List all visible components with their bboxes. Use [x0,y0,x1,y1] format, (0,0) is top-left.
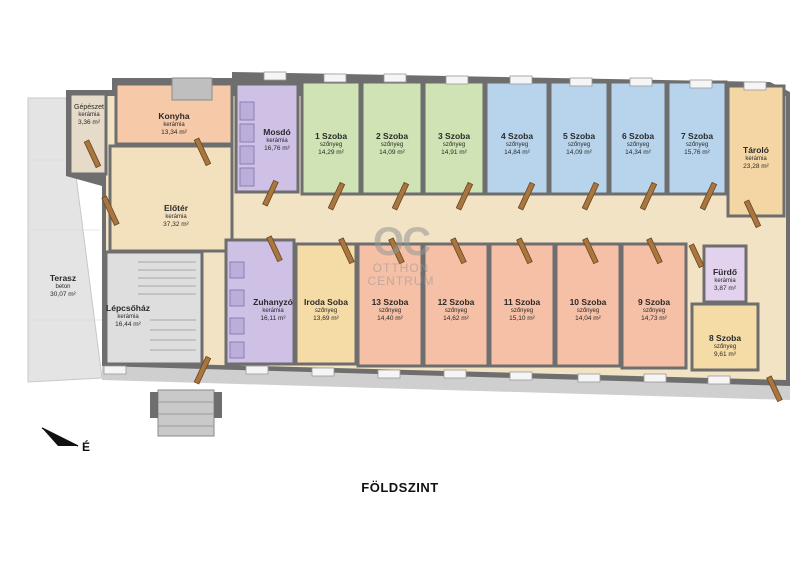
room-floor-furdo [702,244,748,304]
wall-face-bottom [102,366,790,400]
room-floor-szoba7 [666,80,728,196]
room-floor-szoba9 [620,242,688,370]
windows [103,71,767,385]
north-label: É [82,440,91,454]
mosdo-stalls [239,101,255,187]
room-floor-szoba13 [356,242,424,368]
room-floor-szoba12 [422,242,490,368]
room-floor-szoba3 [422,80,486,196]
watermark-line1: OTTHON [372,261,430,275]
room-floor-szoba8 [690,302,760,372]
stairs [138,261,196,351]
watermark-logo: OC [373,220,431,264]
room-floor-lepcsohaz [104,250,204,366]
entrance-steps [150,389,222,437]
doors [83,137,783,403]
north-arrow-icon [41,427,79,447]
room-floor-szoba5 [548,80,610,196]
room-floor-szoba1 [300,80,362,196]
kitchen-counter [171,77,213,101]
room-floor-gepeszet [68,92,108,176]
room-floor-konyha [114,82,234,146]
watermark-line2: CENTRUM [367,274,435,289]
room-floor-eloter [108,144,234,253]
room-floor-szoba10 [554,242,622,368]
zuhanyzo-stalls [229,261,245,359]
room-floor-iroda [294,242,358,366]
room-floor-szoba4 [484,80,550,196]
watermark: OC OTTHON CENTRUM [356,222,446,288]
room-floor-szoba6 [608,80,668,196]
room-floor-szoba2 [360,80,424,196]
floor-title: FÖLDSZINT [361,480,439,495]
